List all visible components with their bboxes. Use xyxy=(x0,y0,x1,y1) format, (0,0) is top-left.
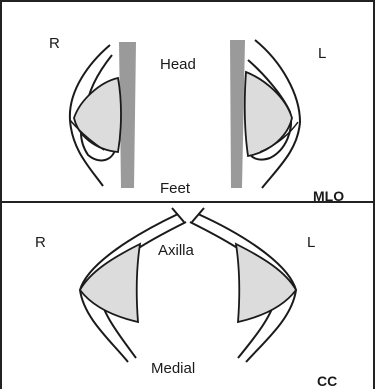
mlo-view-label: MLO xyxy=(313,189,344,203)
cc-view-label: CC xyxy=(317,374,337,388)
cc-right-label: R xyxy=(35,235,46,250)
mlo-head-label: Head xyxy=(160,57,196,72)
mlo-left-pectoral-muscle xyxy=(230,40,245,188)
mlo-left-label: L xyxy=(318,46,326,61)
mlo-feet-label: Feet xyxy=(160,181,190,196)
mlo-right-label: R xyxy=(49,36,60,51)
cc-right-glandular-tissue xyxy=(80,244,140,322)
cc-left-label: L xyxy=(307,235,315,250)
cc-axilla-label: Axilla xyxy=(158,243,194,258)
cc-medial-label: Medial xyxy=(151,361,195,376)
cc-left-glandular-tissue xyxy=(236,244,296,322)
